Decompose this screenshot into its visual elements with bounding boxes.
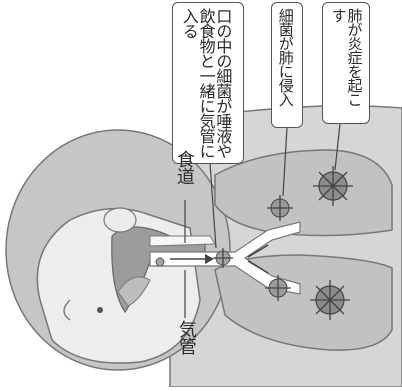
label-trachea: 気管 [176, 320, 195, 354]
eye [97, 307, 103, 313]
callout-mouth-bacteria-text: 口の中の細菌が唾液や飲食物と一緒に気管に入る [180, 8, 230, 158]
callout-pneumonia-text: 肺が炎症を起こす [330, 8, 362, 118]
germ-mouth [156, 258, 164, 266]
esophagus-tube [150, 236, 215, 246]
ear [104, 208, 136, 232]
callout-bacteria-invade-lung-text: 細菌が肺に侵入 [277, 8, 293, 124]
label-esophagus: 食道 [174, 150, 193, 184]
